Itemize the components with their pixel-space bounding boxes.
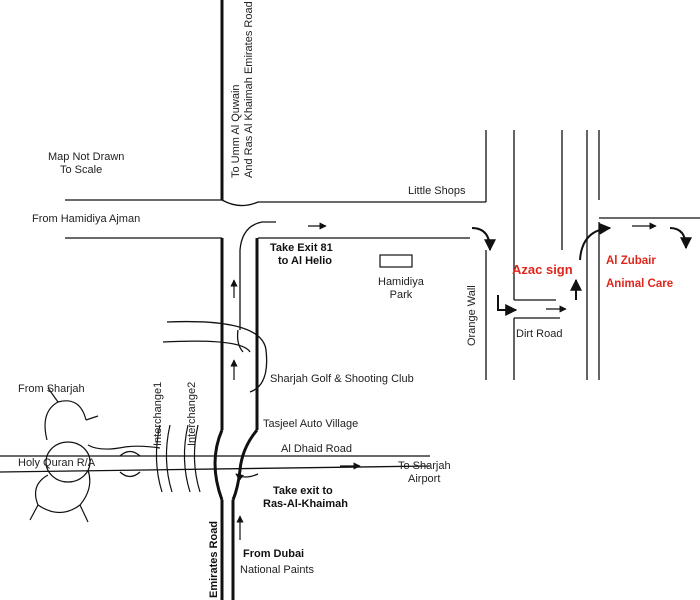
roundabout <box>29 387 161 523</box>
interchange-curves <box>155 424 201 493</box>
interchange1-label: Interchange1 <box>152 381 164 446</box>
hamidiya-park-label: Hamidiya Park <box>378 276 424 302</box>
exit-rak-instruction: Take exit to Ras-Al-Khaimah <box>263 485 348 511</box>
azac-sign-label: Azac sign <box>512 262 573 277</box>
exit-rak-line2: Ras-Al-Khaimah <box>263 498 348 510</box>
hamidiya-road <box>65 199 486 239</box>
al-zubair-line1: Al Zubair <box>606 255 656 267</box>
exit-81-ramps <box>162 221 276 393</box>
al-zubair-label: Al Zubair Animal Care <box>606 250 673 296</box>
national-paints-label: National Paints <box>240 564 314 576</box>
scale-note: Map Not Drawn To Scale <box>48 151 124 177</box>
orange-wall-label: Orange Wall <box>466 285 478 346</box>
scale-note-line1: Map Not Drawn <box>48 151 125 163</box>
little-shops-label: Little Shops <box>408 185 466 197</box>
from-hamidiya-label: From Hamidiya Ajman <box>32 213 141 225</box>
dirt-road-label: Dirt Road <box>516 328 563 340</box>
to-sharjah-line2: Airport <box>408 473 441 485</box>
exit-81-instruction: Take Exit 81 to Al Helio <box>270 242 333 268</box>
hamidiya-park-line2: Park <box>389 289 413 301</box>
to-sharjah-line1: To Sharjah <box>398 460 451 472</box>
from-sharjah-label: From Sharjah <box>18 383 85 395</box>
emirates-road <box>213 0 259 600</box>
emirates-road-top-line1: To Umm Al Quwain <box>230 84 242 178</box>
holy-quran-label: Holy Quran R/A <box>18 457 96 469</box>
to-sharjah-airport-label: To Sharjah Airport <box>398 460 451 486</box>
exit-81-line2: to Al Helio <box>278 255 332 267</box>
exit-81-line1: Take Exit 81 <box>270 242 333 254</box>
right-road-grid <box>485 130 700 380</box>
golf-club-label: Sharjah Golf & Shooting Club <box>270 373 414 385</box>
al-zubair-line2: Animal Care <box>606 278 674 290</box>
exit-rak-line1: Take exit to <box>273 485 333 497</box>
from-dubai-label: From Dubai <box>243 548 305 560</box>
scale-note-line2: To Scale <box>60 164 103 176</box>
tasjeel-label: Tasjeel Auto Village <box>263 418 359 430</box>
hamidiya-park-line1: Hamidiya <box>378 276 424 288</box>
emirates-road-bottom-label: Emirates Road <box>208 520 220 598</box>
emirates-road-top-label: To Umm Al Quwain And Ras Al Khaimah Emir… <box>230 1 256 178</box>
interchange2-label: Interchange2 <box>186 381 198 446</box>
direction-arrows <box>230 222 692 540</box>
hamidiya-park-marker <box>379 254 413 268</box>
emirates-road-top-line2: And Ras Al Khaimah Emirates Road <box>243 1 255 178</box>
al-dhaid-label: Al Dhaid Road <box>281 443 352 455</box>
